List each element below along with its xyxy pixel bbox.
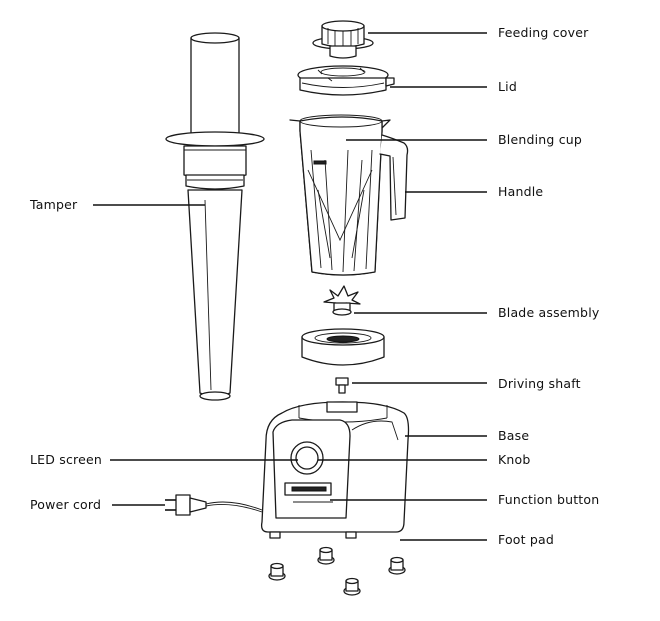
base [260, 401, 410, 539]
lid [297, 65, 395, 96]
foot-pad [317, 546, 335, 565]
label-blade-assembly: Blade assembly [498, 305, 600, 320]
feeding-cover [312, 20, 374, 59]
coupler-ring [301, 328, 385, 366]
label-function-button: Function button [498, 492, 599, 507]
label-foot-pad: Foot pad [498, 532, 554, 547]
label-led-screen: LED screen [30, 452, 102, 467]
label-feeding-cover: Feeding cover [498, 25, 589, 40]
blade-assembly [323, 285, 361, 316]
label-lid: Lid [498, 79, 517, 94]
label-power-cord: Power cord [30, 497, 101, 512]
label-driving-shaft: Driving shaft [498, 376, 581, 391]
blending-cup [289, 114, 409, 276]
leader-lines [93, 32, 487, 541]
label-handle: Handle [498, 184, 543, 199]
driving-shaft [335, 377, 349, 394]
tamper [165, 32, 265, 401]
foot-pads [268, 546, 406, 596]
label-tamper: Tamper [29, 197, 78, 212]
power-cord [165, 494, 263, 516]
foot-pad [343, 577, 361, 596]
labels: Feeding cover Lid Blending cup Handle Ta… [29, 25, 600, 547]
label-knob: Knob [498, 452, 531, 467]
label-base: Base [498, 428, 529, 443]
foot-pad [388, 556, 406, 575]
label-blending-cup: Blending cup [498, 132, 582, 147]
foot-pad [268, 562, 286, 581]
